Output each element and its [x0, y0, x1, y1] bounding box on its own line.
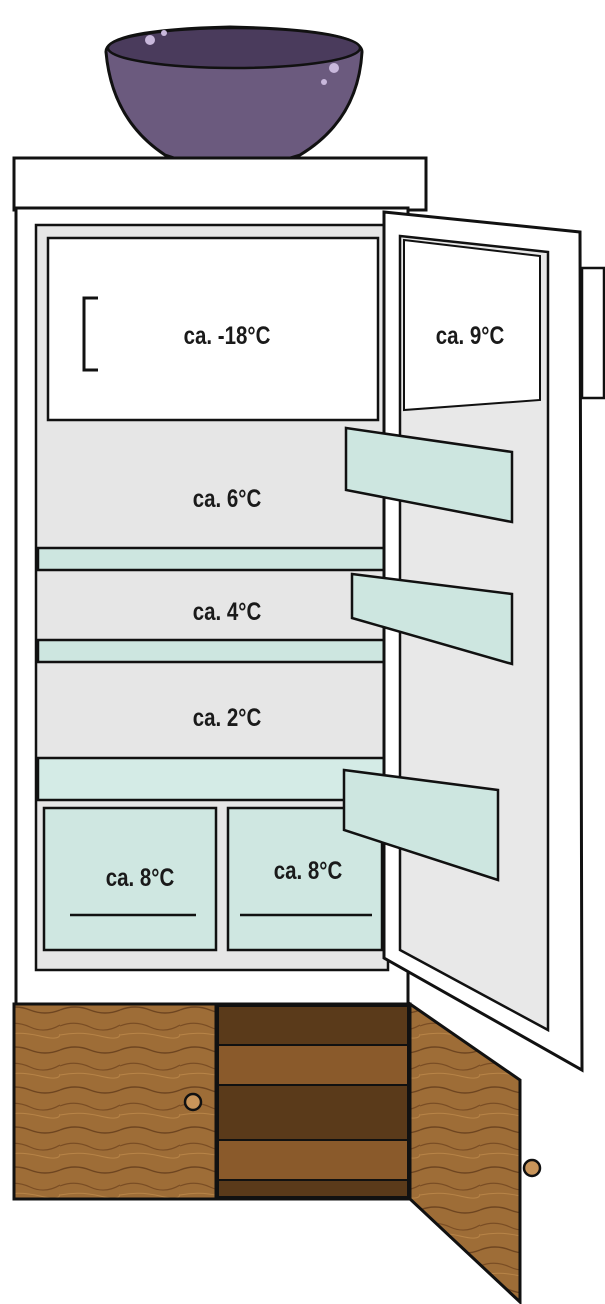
crisper-left-temperature-label: ca. 8°C [58, 864, 222, 893]
bowl [106, 27, 362, 167]
crisper-right-temperature-label: ca. 8°C [226, 857, 390, 886]
middle-shelf-temperature-label: ca. 4°C [145, 598, 309, 627]
door-temperature-label: ca. 9°C [388, 322, 552, 351]
freezer-temperature-label: ca. -18°C [145, 322, 309, 351]
top-shelf-temperature-label: ca. 6°C [145, 485, 309, 514]
bottom-shelf-temperature-label: ca. 2°C [145, 704, 309, 733]
wooden-cabinet [14, 1004, 540, 1302]
